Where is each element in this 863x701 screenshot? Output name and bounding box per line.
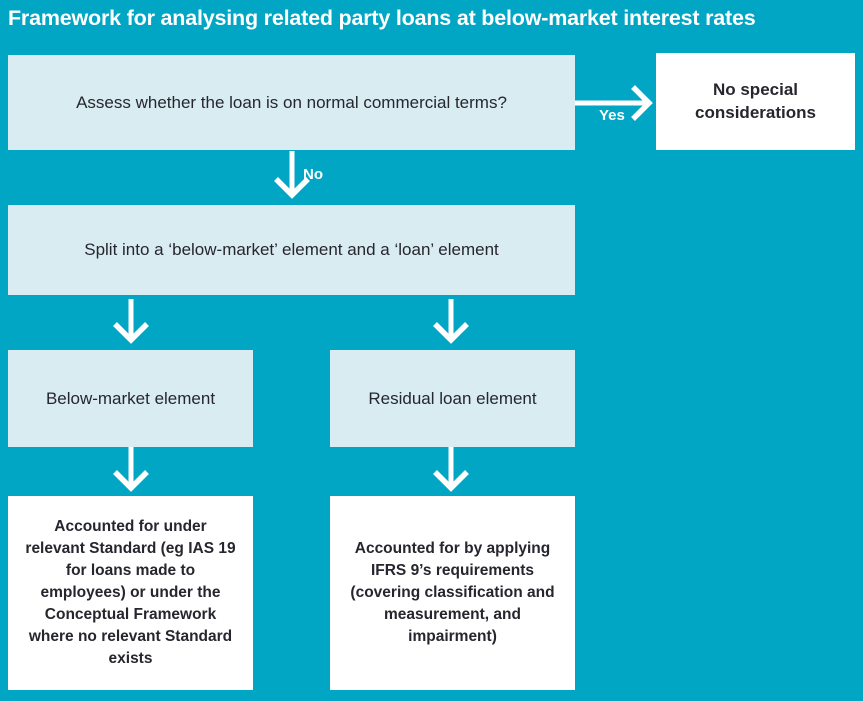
node-assess-label: Assess whether the loan is on normal com…	[76, 92, 507, 112]
arrow-right-yes-icon	[575, 85, 653, 121]
arrow-down-icon	[113, 299, 149, 344]
node-below-market-label: Below-market element	[45, 388, 216, 408]
node-accounted-ifrs9-label: Accounted for by applying IFRS 9’s requi…	[350, 540, 555, 645]
node-split-elements: Split into a ‘below-market’ element and …	[8, 205, 575, 295]
node-accounted-relevant-standard: Accounted for under relevant Standard (e…	[8, 496, 253, 690]
node-below-market-element: Below-market element	[8, 350, 253, 447]
node-no-special-considerations: No special considerations	[656, 53, 855, 150]
node-accounted-standard-label: Accounted for under relevant Standard (e…	[25, 518, 236, 667]
arrow-down-no-icon	[274, 151, 310, 199]
arrow-down-icon	[433, 447, 469, 492]
node-accounted-ifrs9: Accounted for by applying IFRS 9’s requi…	[330, 496, 575, 690]
node-split-label: Split into a ‘below-market’ element and …	[84, 240, 499, 259]
edge-label-no: No	[303, 166, 323, 183]
node-residual-label: Residual loan element	[368, 388, 537, 408]
node-residual-loan-element: Residual loan element	[330, 350, 575, 447]
edge-label-yes: Yes	[599, 107, 625, 124]
arrow-down-icon	[433, 299, 469, 344]
node-assess-commercial-terms: Assess whether the loan is on normal com…	[8, 55, 575, 150]
page-title: Framework for analysing related party lo…	[8, 6, 756, 30]
node-no-special-label: No special considerations	[695, 79, 816, 122]
arrow-down-icon	[113, 447, 149, 492]
